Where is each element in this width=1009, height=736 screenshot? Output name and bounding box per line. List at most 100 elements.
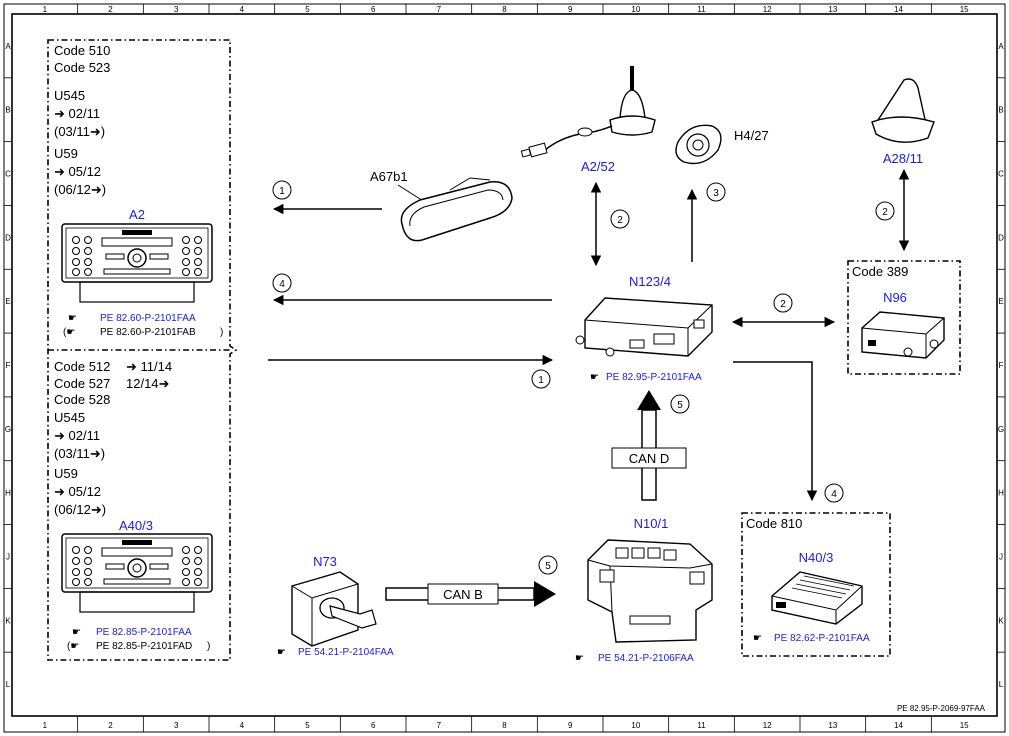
u545-until-2: ➜ 02/11 (54, 428, 100, 443)
svg-text:4: 4 (279, 279, 285, 290)
u545-from: (03/11➜) (54, 124, 105, 139)
code-512-range: ➜ 11/14 (126, 359, 172, 374)
module-n96 (861, 311, 945, 359)
code-389-outline (847, 260, 961, 375)
a2-label: A2 (129, 207, 145, 222)
marker-2: 2 (610, 209, 630, 229)
marker-5: 5 (538, 555, 558, 575)
grid-column-label: 10 (631, 5, 640, 14)
u59-until-2: ➜ 05/12 (54, 484, 101, 499)
grid-column-label: 7 (437, 5, 442, 14)
grid-column-label: 5 (305, 721, 310, 730)
svg-text:2: 2 (617, 215, 623, 226)
marker-4: 4 (824, 483, 844, 503)
grid-row-label: D (5, 233, 11, 242)
mirror-a67b1 (400, 177, 513, 242)
grid-column-label: 15 (960, 721, 969, 730)
grid-row-label: B (5, 106, 10, 115)
grid-column-label: 12 (763, 5, 772, 14)
code-527-range: 12/14➜ (126, 376, 169, 391)
can-d-label: CAN D (629, 451, 669, 466)
top-group-codes: Code 510 Code 523 U545 ➜ 02/11 (03/11➜) … (54, 43, 110, 197)
grid-column-label: 7 (437, 721, 442, 730)
book-icon: ☛ (72, 627, 81, 638)
n123-4-label: N123/4 (629, 274, 671, 289)
grid-row-label: A (5, 42, 11, 51)
grid-column-label: 1 (43, 721, 48, 730)
code-389: Code 389 (852, 264, 908, 279)
grid-column-label: 9 (568, 5, 573, 14)
marker-1: 1 (272, 180, 292, 200)
antenna-a2-52 (520, 66, 656, 158)
ref-close-paren: ) (220, 327, 223, 338)
a2-ref-1: PE 82.60-P-2101FAA (100, 313, 196, 324)
svg-text:2: 2 (882, 207, 888, 218)
svg-text:5: 5 (545, 561, 551, 572)
grid-column-label: 13 (828, 721, 837, 730)
grid-column-label: 8 (502, 5, 507, 14)
grid-column-label: 1 (43, 5, 48, 14)
a28-11-label: A28/11 (883, 151, 923, 166)
callout-markers: 1 4 1 2 3 2 2 5 4 5 (272, 180, 895, 575)
u59-until: ➜ 05/12 (54, 164, 101, 179)
u59-from-2: (06/12➜) (54, 502, 106, 517)
n73-label: N73 (313, 554, 337, 569)
a2-ref-2: PE 82.60-P-2101FAB (100, 327, 196, 338)
grid-row-label: H (5, 489, 11, 498)
grid-row-label: G (5, 425, 11, 434)
h4-27-label: H4/27 (734, 128, 769, 143)
a40-3-ref-1: PE 82.85-P-2101FAA (96, 627, 192, 638)
svg-text:1: 1 (538, 375, 544, 386)
n10-1-ref: PE 54.21-P-2106FAA (598, 653, 694, 664)
grid-column-label: 8 (502, 721, 507, 730)
marker-4: 4 (272, 273, 292, 293)
n96-label: N96 (883, 290, 907, 305)
marker-1: 1 (531, 369, 551, 389)
grid-column-label: 6 (371, 721, 376, 730)
grid-column-label: 12 (763, 721, 772, 730)
svg-text:4: 4 (831, 489, 837, 500)
code-527: Code 527 (54, 376, 110, 391)
grid-row-label: E (998, 297, 1003, 306)
grid-column-label: 5 (305, 5, 310, 14)
grid-row-label: F (999, 361, 1004, 370)
grid-row-label: J (6, 552, 10, 561)
u545-label-2: U545 (54, 410, 85, 425)
book-icon: ☛ (753, 633, 762, 644)
n40-3-label: N40/3 (799, 550, 834, 565)
can-b-bus: CAN B (385, 581, 556, 607)
code-528: Code 528 (54, 392, 110, 407)
u59-label-2: U59 (54, 466, 78, 481)
speaker-h4-27 (675, 124, 722, 165)
u59-label: U59 (54, 146, 78, 161)
u545-until: ➜ 02/11 (54, 106, 100, 121)
antenna-a28-11 (871, 78, 935, 143)
n123-4-ref: PE 82.95-P-2101FAA (606, 372, 702, 383)
marker-2: 2 (875, 201, 895, 221)
marker-3: 3 (706, 182, 726, 202)
module-n40-3 (771, 571, 863, 625)
svg-text:1: 1 (279, 186, 285, 197)
grid-column-label: 15 (960, 5, 969, 14)
grid-column-label: 11 (697, 5, 706, 14)
code-523: Code 523 (54, 60, 110, 75)
grid-column-label: 10 (631, 721, 640, 730)
radio-unit-a40-3 (61, 533, 213, 613)
code-510: Code 510 (54, 43, 110, 58)
inner-frame (11, 13, 998, 717)
grid-labels: 1122334455667788991010111112121313141415… (5, 5, 1004, 730)
grid-row-label: A (998, 42, 1004, 51)
grid-row-label: K (5, 616, 11, 625)
grid-ticks (4, 4, 1005, 732)
grid-column-label: 14 (894, 5, 903, 14)
grid-column-label: 14 (894, 721, 903, 730)
book-icon: ☛ (575, 653, 584, 664)
grid-column-label: 11 (697, 721, 706, 730)
code-512: Code 512 (54, 359, 110, 374)
grid-row-label: F (6, 361, 11, 370)
grid-column-label: 2 (108, 5, 113, 14)
n40-3-ref: PE 82.62-P-2101FAA (774, 633, 870, 644)
a40-3-label: A40/3 (119, 518, 153, 533)
a40-3-ref-2: PE 82.85-P-2101FAD (96, 641, 192, 652)
grid-row-label: G (998, 425, 1004, 434)
